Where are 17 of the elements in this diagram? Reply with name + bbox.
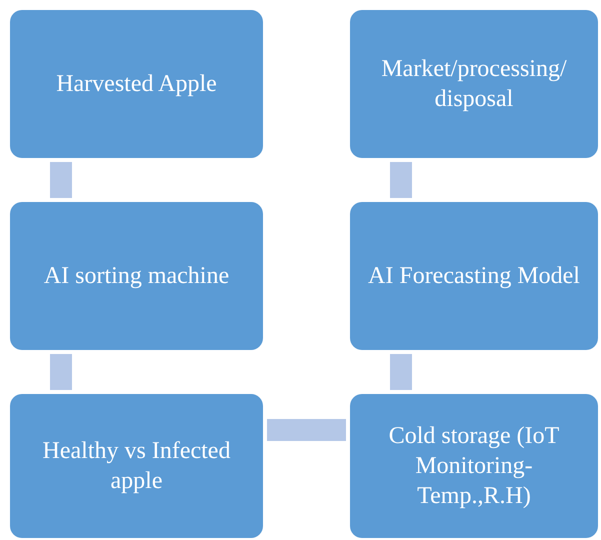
process-box (10, 202, 263, 350)
connector-bar (390, 162, 412, 198)
process-box (350, 394, 598, 538)
connector-bar (50, 354, 72, 390)
process-box (10, 394, 263, 538)
process-box (350, 202, 598, 350)
box-label: Market/processing/ disposal (380, 55, 568, 114)
process-box (350, 10, 598, 158)
connector-bar (390, 354, 412, 390)
box-label: Cold storage (IoT Monitoring-Temp.,R.H) (388, 422, 560, 511)
connector-bar (267, 419, 346, 441)
box-label: Harvested Apple (56, 70, 217, 99)
box-label: AI sorting machine (44, 262, 230, 291)
box-label: Healthy vs Infected apple (42, 437, 232, 496)
process-box (10, 10, 263, 158)
box-label: AI Forecasting Model (368, 262, 580, 291)
connector-bar (50, 162, 72, 198)
